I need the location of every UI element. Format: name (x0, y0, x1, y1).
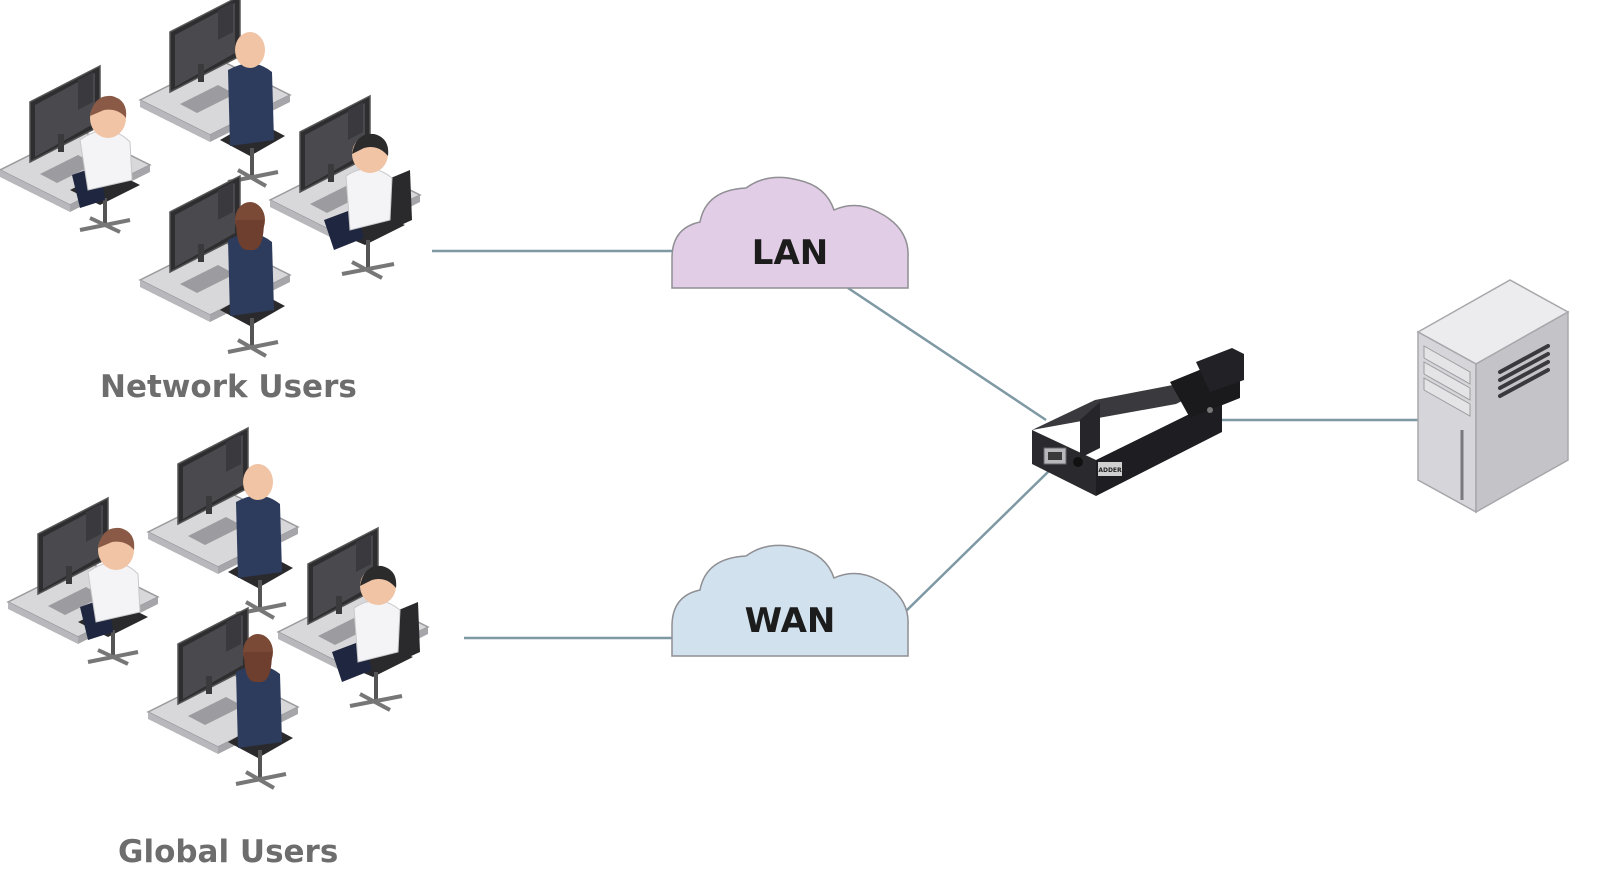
connection-lines (432, 249, 1418, 640)
lan-cloud-shape (671, 176, 909, 289)
server-tower (1416, 279, 1570, 514)
link-wan-device (904, 469, 1051, 613)
network-users-label: Network Users (100, 369, 357, 405)
global-users-workstations (8, 428, 428, 788)
svg-text:ADDER: ADDER (1098, 467, 1122, 474)
kvm-device: ADDER (1032, 348, 1244, 496)
device-badge (1098, 462, 1122, 476)
lan-cloud: LAN (671, 176, 909, 289)
wan-label: WAN (745, 601, 836, 641)
network-users-workstations (0, 0, 420, 356)
lan-label: LAN (752, 233, 828, 273)
global-users-label: Global Users (118, 834, 338, 870)
link-lan-device (847, 286, 1047, 422)
wan-cloud-shape (671, 544, 909, 657)
wan-cloud: WAN (671, 544, 909, 657)
